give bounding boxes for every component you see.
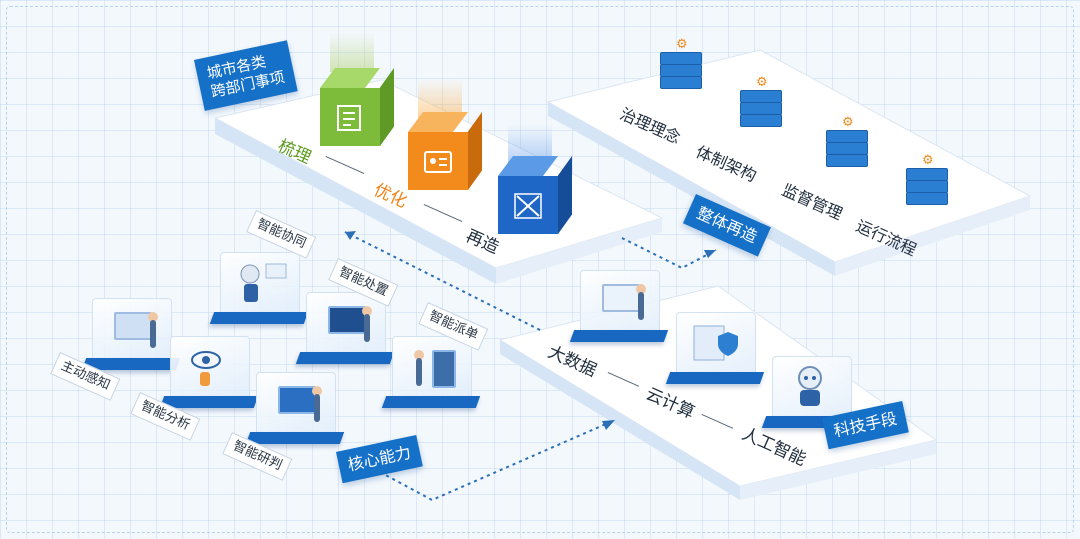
data-dashboard-icon <box>328 306 366 334</box>
server-gear-icon: ⚙ <box>740 76 782 127</box>
connector-process-to-overall <box>621 237 717 270</box>
bigdata-dashboard-icon <box>602 284 640 312</box>
arrow-tech <box>602 420 615 430</box>
cube-glow-orange <box>418 78 462 118</box>
platform-governance-edge-right <box>835 196 1030 276</box>
arrow-process <box>345 231 356 240</box>
server-gear-icon: ⚙ <box>906 154 948 205</box>
cube-glow-green <box>330 32 374 72</box>
kiosk-icon <box>432 350 456 388</box>
platform-process-edge-right <box>496 218 662 284</box>
arrow-overall <box>704 250 716 258</box>
cloud-security-icon <box>693 325 738 361</box>
server-gear-icon: ⚙ <box>826 116 868 167</box>
list-document-icon <box>337 105 361 131</box>
platform-process-edge <box>215 118 496 284</box>
dashed-frame <box>6 6 1074 533</box>
platform-technology-edge <box>500 340 740 500</box>
server-gear-icon: ⚙ <box>660 38 702 89</box>
connector-core-to-process <box>344 231 541 331</box>
edit-tools-icon <box>514 193 542 219</box>
platform-technology-edge-right <box>740 440 936 500</box>
ai-robot-icon <box>798 366 822 406</box>
eye-analysis-icon <box>191 351 221 386</box>
id-card-icon <box>424 151 452 173</box>
person-screen-icon <box>114 312 152 340</box>
robot-assistant-icon <box>240 263 287 302</box>
laptop-analysis-icon <box>278 386 316 414</box>
